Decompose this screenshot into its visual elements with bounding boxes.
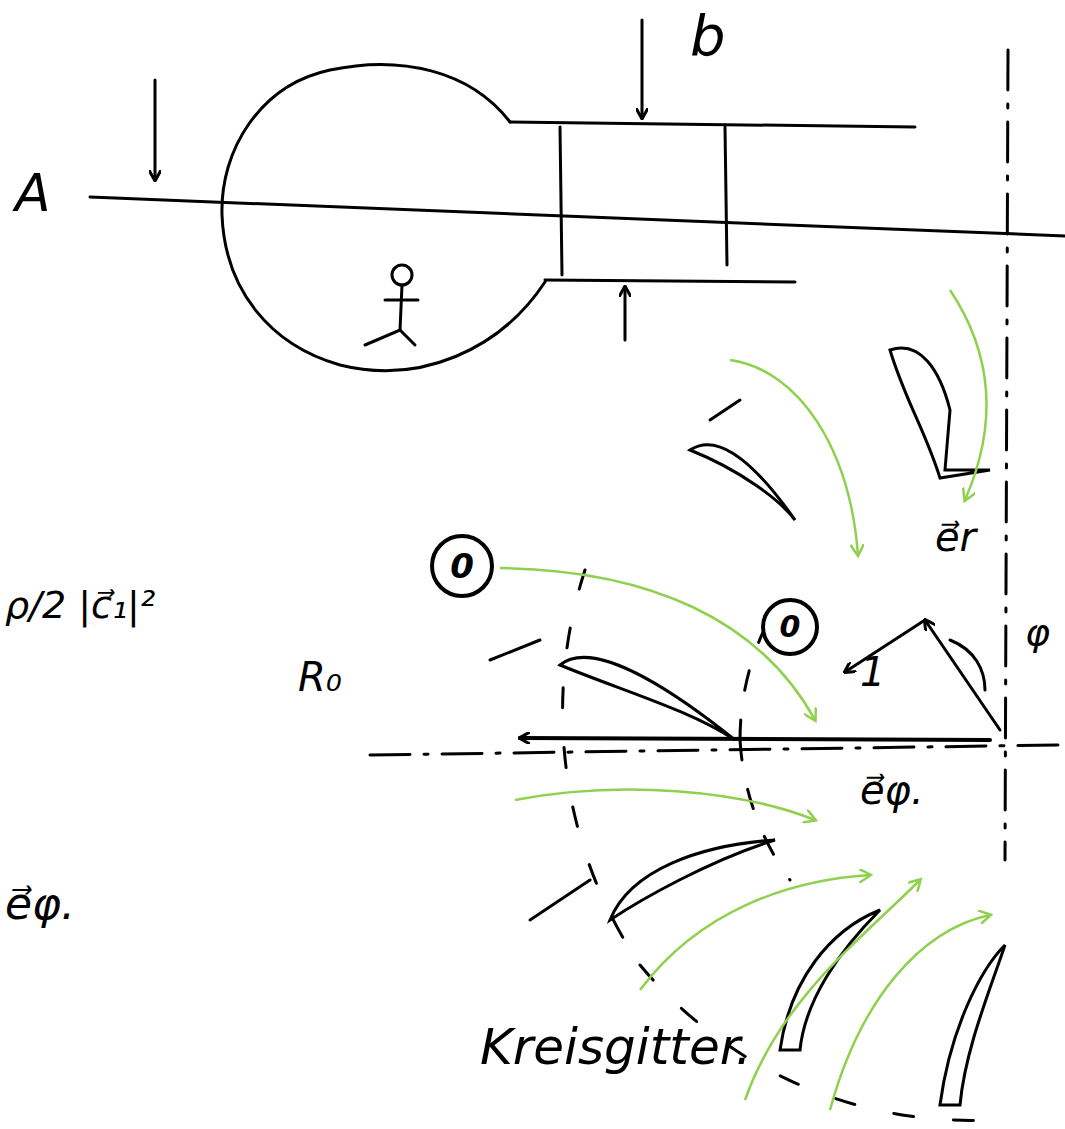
circled-callout: 0 xyxy=(760,597,820,657)
sketch-label: Kreisgitter. xyxy=(480,1020,752,1075)
callout-number: 0 xyxy=(450,549,474,583)
sketch-label: e⃗φ. xyxy=(860,768,924,812)
sketch-label: R₀ xyxy=(298,655,342,699)
sketch-label: b xyxy=(690,5,726,67)
callout-number: 0 xyxy=(780,612,801,642)
sketch-label: e⃗r xyxy=(935,515,976,559)
circled-callout: 0 xyxy=(429,533,495,599)
sketch-label: 1 xyxy=(860,650,885,694)
sketch-label: φ xyxy=(1025,612,1050,654)
sketch-label: ρ/2 |c⃗₁|² xyxy=(5,585,155,627)
sketch-label: A xyxy=(15,165,51,222)
sketch-label: e⃗φ. xyxy=(5,880,75,928)
